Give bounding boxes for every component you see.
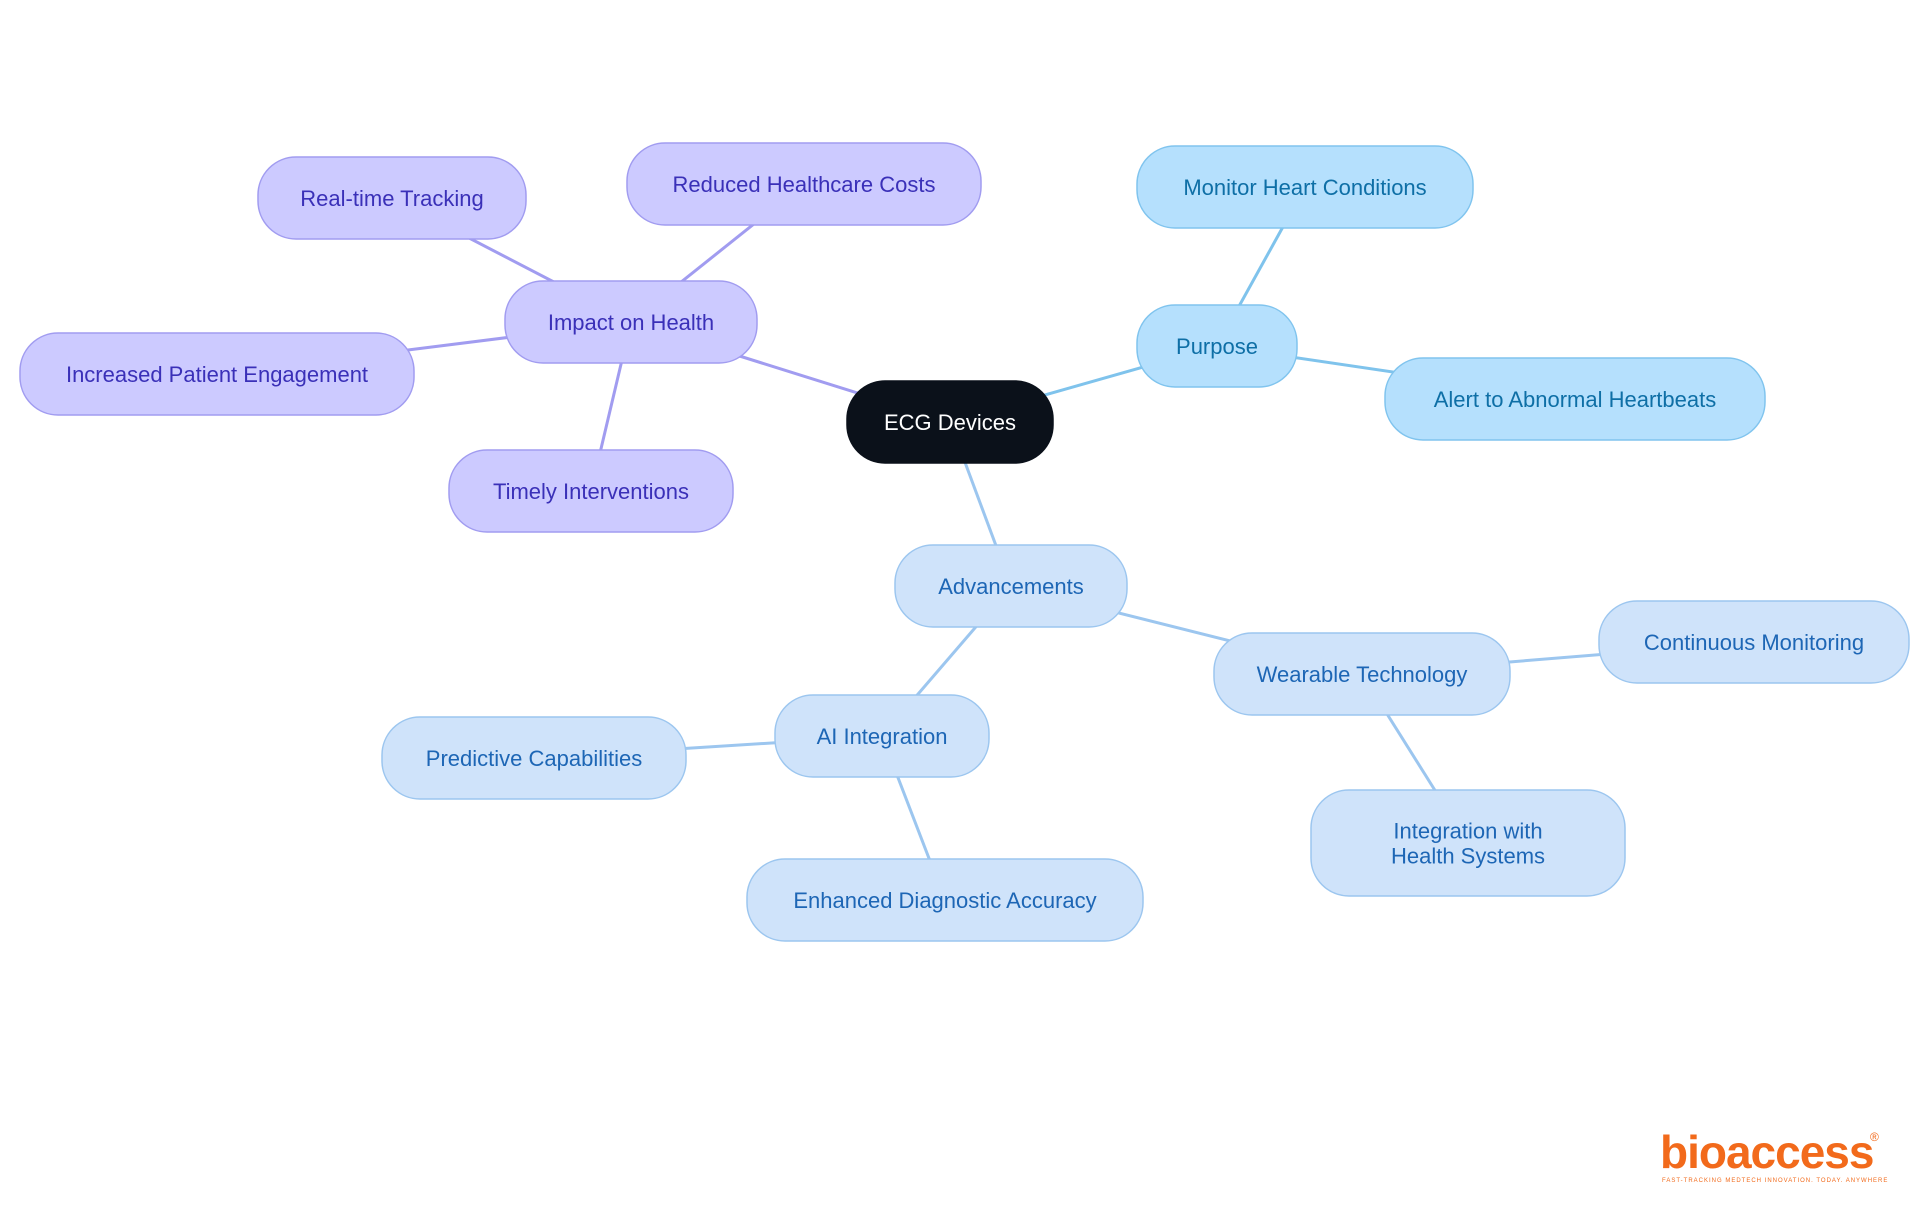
node-box — [257, 156, 527, 240]
node-box — [1310, 789, 1626, 897]
node-label: Reduced Healthcare Costs — [673, 172, 936, 197]
node-box — [846, 380, 1054, 464]
node-box — [1136, 304, 1298, 388]
node-label: Predictive Capabilities — [426, 746, 642, 771]
node-box — [1213, 632, 1511, 716]
node-box — [1384, 357, 1766, 441]
node-label: Impact on Health — [548, 310, 714, 335]
node-ecg-devices: ECG Devices — [846, 380, 1054, 464]
node-box — [381, 716, 687, 800]
node-box — [774, 694, 990, 778]
node-predictive-capabilities: Predictive Capabilities — [381, 716, 687, 800]
node-monitor-heart-conditions: Monitor Heart Conditions — [1136, 145, 1474, 229]
node-box — [746, 858, 1144, 942]
node-ai-integration: AI Integration — [774, 694, 990, 778]
node-box — [19, 332, 415, 416]
node-label: Enhanced Diagnostic Accuracy — [793, 888, 1096, 913]
bioaccess-logo: bioaccess ® FAST-TRACKING MEDTECH INNOVA… — [1660, 1126, 1887, 1188]
node-impact-on-health: Impact on Health — [504, 280, 758, 364]
node-box — [1136, 145, 1474, 229]
node-label: Purpose — [1176, 334, 1258, 359]
logo-tagline: FAST-TRACKING MEDTECH INNOVATION. TODAY.… — [1662, 1178, 1889, 1184]
node-continuous-monitoring: Continuous Monitoring — [1598, 600, 1910, 684]
node-wearable-technology: Wearable Technology — [1213, 632, 1511, 716]
node-alert-to-abnormal-heartbeats: Alert to Abnormal Heartbeats — [1384, 357, 1766, 441]
node-label: Continuous Monitoring — [1644, 630, 1864, 655]
node-label: Increased Patient Engagement — [66, 362, 368, 387]
node-label: AI Integration — [817, 724, 948, 749]
node-label: Real-time Tracking — [300, 186, 483, 211]
node-real-time-tracking: Real-time Tracking — [257, 156, 527, 240]
node-label: Wearable Technology — [1257, 662, 1468, 687]
node-increased-patient-engagement: Increased Patient Engagement — [19, 332, 415, 416]
node-label: ECG Devices — [884, 410, 1016, 435]
node-box — [504, 280, 758, 364]
node-box — [894, 544, 1128, 628]
node-box — [448, 449, 734, 533]
node-label: Monitor Heart Conditions — [1183, 175, 1426, 200]
registered-mark-icon: ® — [1870, 1130, 1879, 1144]
node-box — [626, 142, 982, 226]
node-enhanced-diagnostic-accuracy: Enhanced Diagnostic Accuracy — [746, 858, 1144, 942]
node-timely-interventions: Timely Interventions — [448, 449, 734, 533]
node-label: Advancements — [938, 574, 1084, 599]
node-purpose: Purpose — [1136, 304, 1298, 388]
logo-wordmark: bioaccess — [1660, 1126, 1874, 1178]
node-label: Timely Interventions — [493, 479, 689, 504]
node-box — [1598, 600, 1910, 684]
node-advancements: Advancements — [894, 544, 1128, 628]
node-label: Alert to Abnormal Heartbeats — [1434, 387, 1716, 412]
node-reduced-healthcare-costs: Reduced Healthcare Costs — [626, 142, 982, 226]
nodes: ECG Devices Impact on Health Real-time Tra… — [19, 142, 1910, 942]
